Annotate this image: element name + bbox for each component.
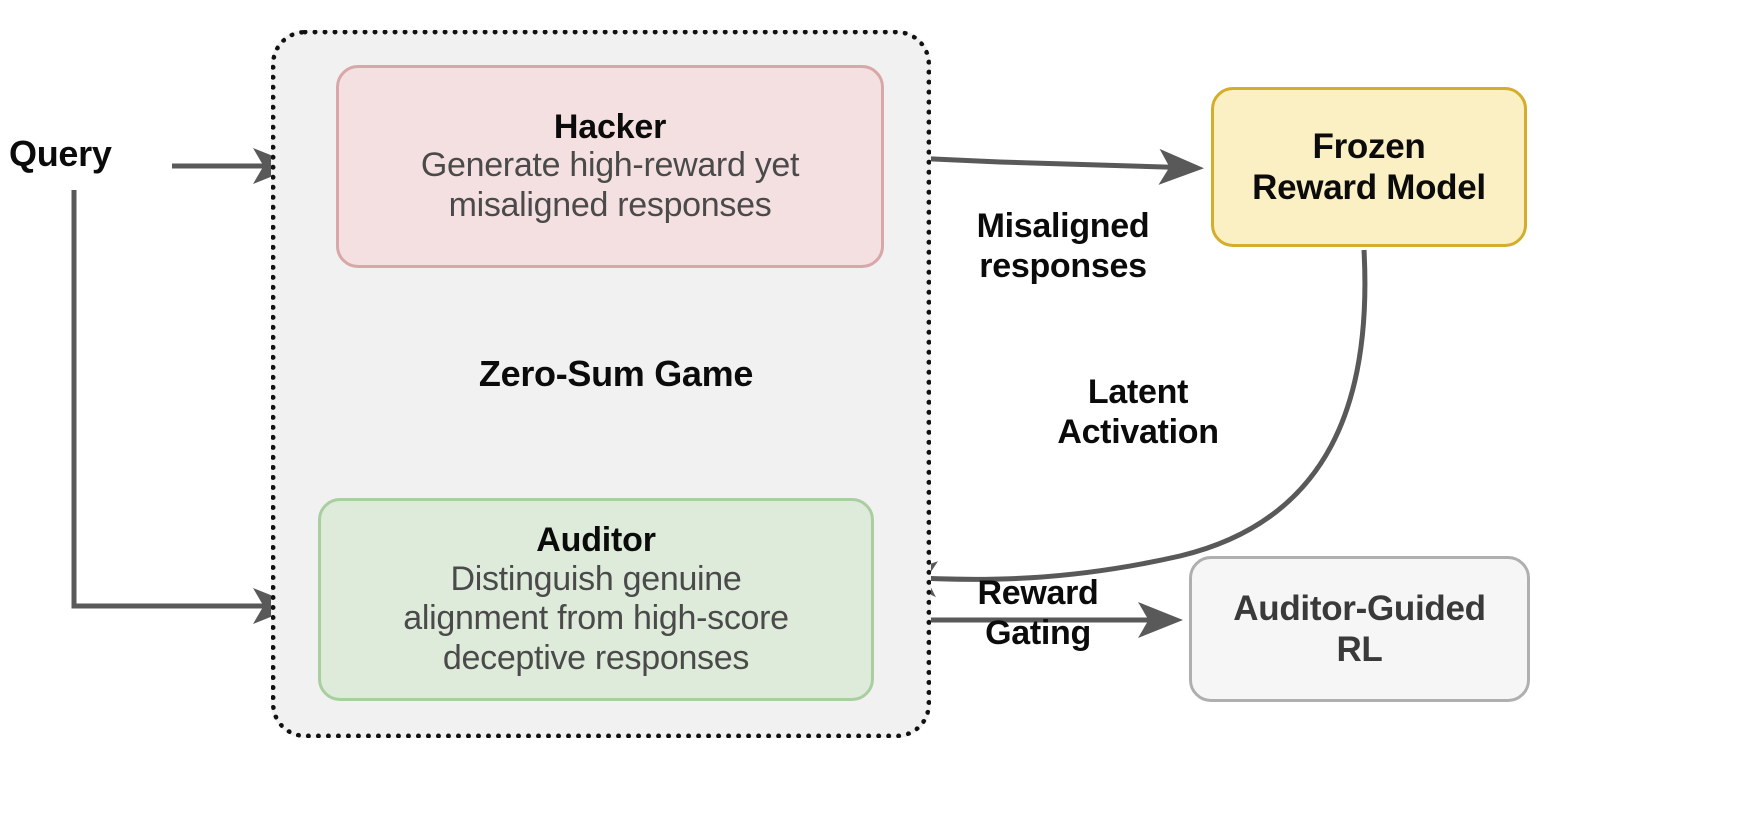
auditor-title: Auditor — [536, 520, 656, 559]
misaligned-responses-label: Misaligned responses — [976, 207, 1150, 286]
latent-activation-label: Latent Activation — [1057, 373, 1219, 452]
hacker-description: Generate high-reward yet misaligned resp… — [420, 146, 800, 224]
edge-hacker-to-frozen-reward-model — [888, 148, 1204, 185]
hacker-title: Hacker — [553, 107, 667, 146]
auditor-description: Distinguish genuine alignment from high-… — [403, 559, 789, 677]
reward-gating-label: Reward Gating — [977, 574, 1099, 653]
frozen-reward-model-node[interactable]: Frozen Reward Model — [1211, 87, 1527, 247]
hacker-node[interactable]: Hacker Generate high-reward yet misalign… — [336, 65, 884, 268]
auditor-guided-rl-node[interactable]: Auditor-Guided RL — [1189, 556, 1530, 702]
auditor-node[interactable]: Auditor Distinguish genuine alignment fr… — [318, 498, 874, 701]
auditor-guided-rl-title: Auditor-Guided RL — [1233, 588, 1486, 669]
frozen-reward-model-title: Frozen Reward Model — [1252, 126, 1486, 207]
zero-sum-game-label: Zero-Sum Game — [478, 353, 754, 394]
query-label: Query — [9, 133, 112, 174]
edge-query-to-auditor — [71, 190, 299, 624]
